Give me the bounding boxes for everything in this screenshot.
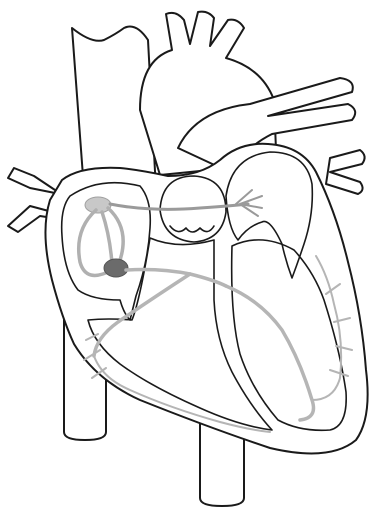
sinoatrial-node (85, 197, 111, 213)
right-pulmonary-veins (326, 150, 365, 194)
atrioventricular-node (104, 259, 128, 277)
